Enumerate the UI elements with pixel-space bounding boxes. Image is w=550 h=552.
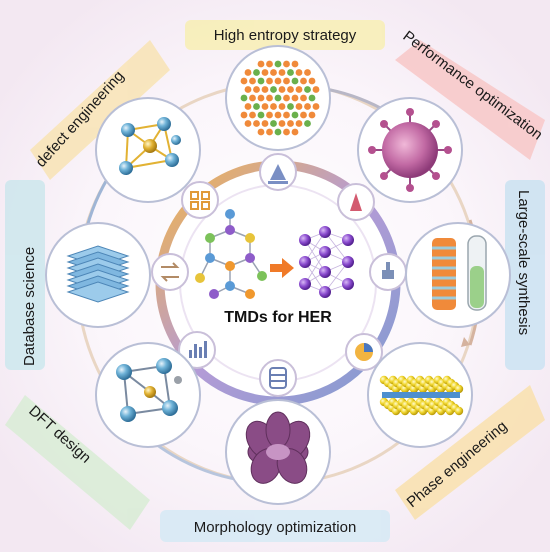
label-high-entropy: High entropy strategy bbox=[214, 27, 357, 44]
label-bands bbox=[5, 20, 545, 542]
label-database: Database science bbox=[21, 247, 38, 366]
exchange-icon bbox=[151, 253, 189, 291]
layered-sandwich-icon bbox=[367, 342, 473, 448]
illustration-circles bbox=[45, 45, 511, 505]
stamp-icon bbox=[369, 253, 407, 291]
crystal-icon bbox=[95, 342, 201, 448]
arrow-icon bbox=[270, 258, 294, 278]
database-icon bbox=[259, 359, 297, 397]
center-title: TMDs for HER bbox=[224, 309, 332, 326]
stack-icon bbox=[45, 222, 151, 328]
label-morphology: Morphology optimization bbox=[194, 519, 357, 536]
label-large-scale: Large-scale synthesis bbox=[515, 190, 532, 335]
crystal-icon bbox=[95, 97, 201, 203]
flower-icon bbox=[225, 399, 331, 505]
bar-chart-icon bbox=[178, 331, 216, 369]
tubes-icon bbox=[405, 222, 511, 328]
lattice-icon bbox=[225, 45, 331, 151]
pie-chart-icon bbox=[345, 333, 383, 371]
flask-icon bbox=[337, 183, 375, 221]
triangle-flask-icon bbox=[259, 153, 297, 191]
molecule-icon bbox=[195, 209, 267, 299]
virus-icon bbox=[357, 97, 463, 203]
gear-network-icon bbox=[181, 181, 219, 219]
neural-network-icon bbox=[299, 226, 354, 298]
